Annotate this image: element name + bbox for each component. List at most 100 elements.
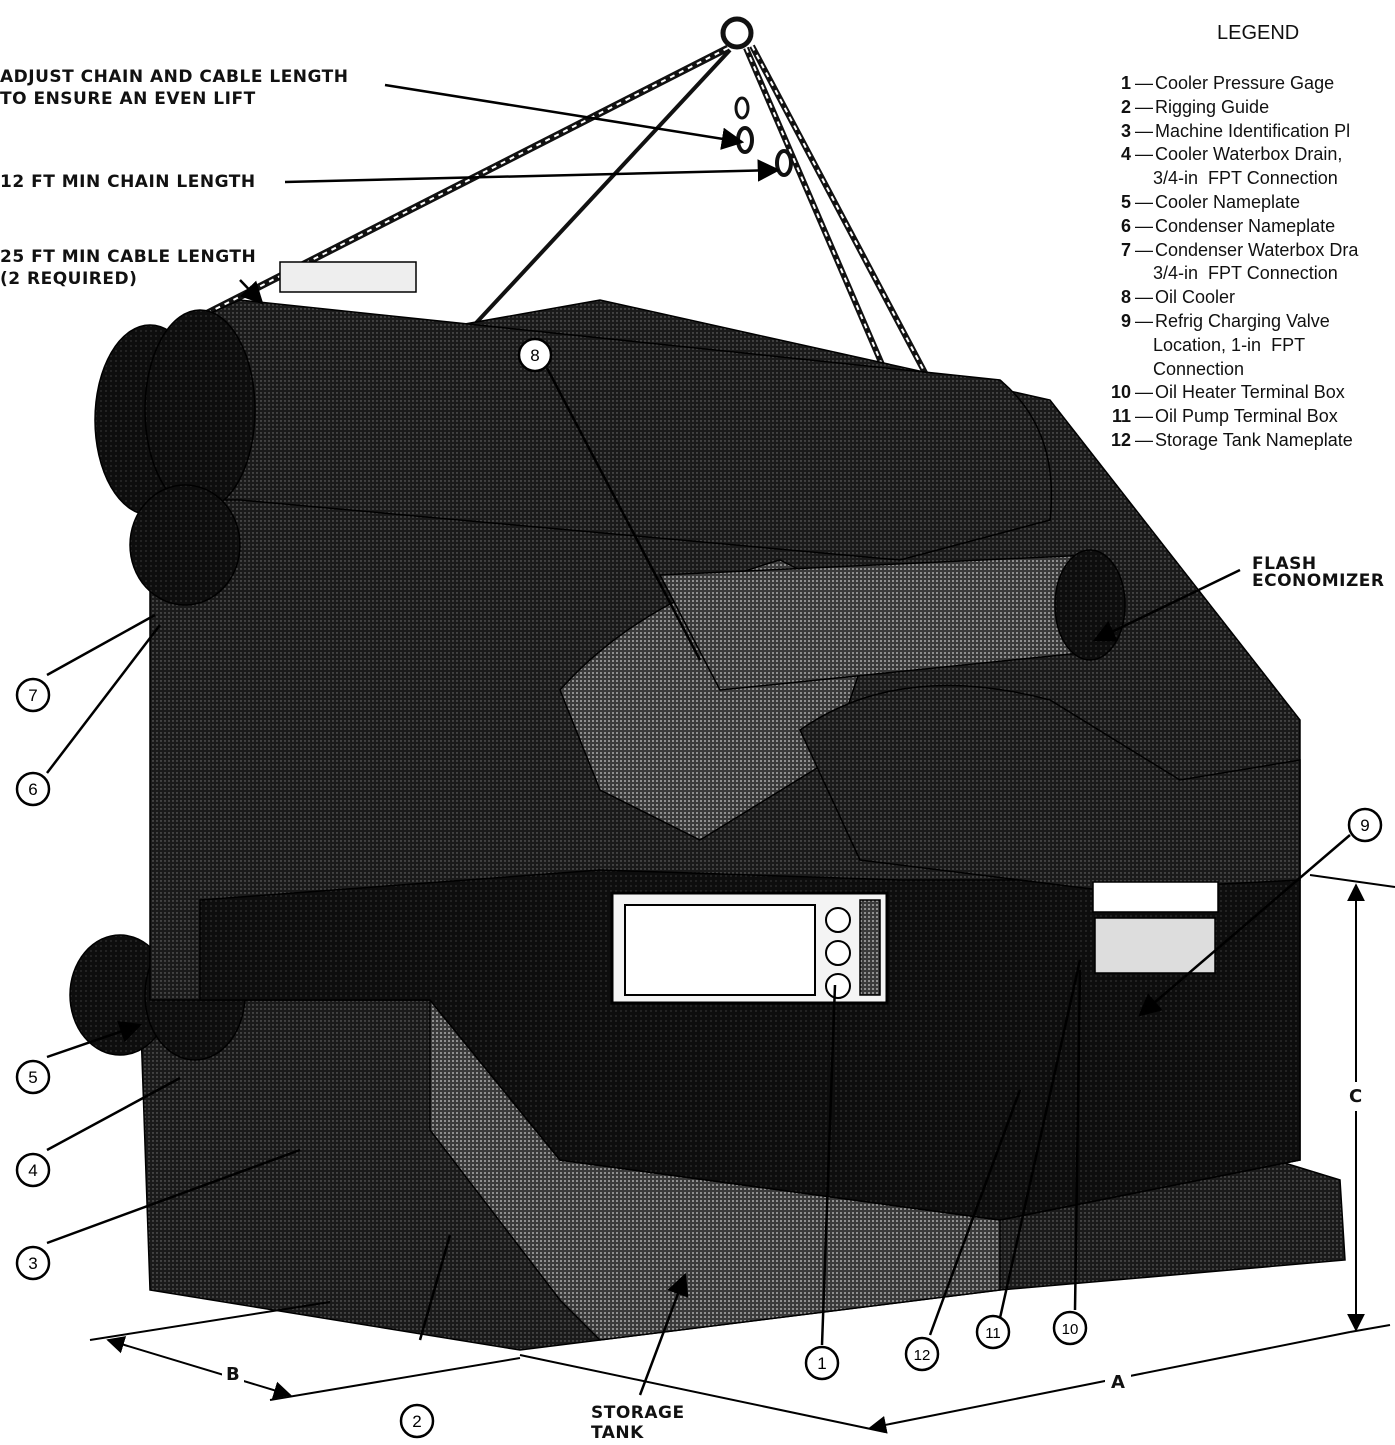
legend-item-dash bbox=[1131, 167, 1153, 191]
callout-flash-line2: ECONOMIZER bbox=[1252, 571, 1385, 591]
legend-item-number bbox=[1093, 262, 1131, 286]
legend-item-description: Cooler Waterbox Drain, bbox=[1155, 144, 1343, 165]
legend-item: 12—Storage Tank Nameplate bbox=[1093, 429, 1395, 453]
balloon-circle-7 bbox=[15, 677, 51, 713]
balloon-circle-4 bbox=[15, 1152, 51, 1188]
legend-item-number: 3 bbox=[1120, 120, 1131, 141]
legend-item-dash bbox=[1131, 358, 1153, 382]
callout-adjust-line1: ADJUST CHAIN AND CABLE LENGTH bbox=[0, 67, 349, 87]
balloon-label-2: 2 bbox=[412, 1412, 421, 1431]
legend-item-description: Rigging Guide bbox=[1155, 96, 1270, 117]
legend-item-description: Cooler Nameplate bbox=[1155, 191, 1301, 212]
legend-item-dash: — bbox=[1135, 120, 1153, 141]
balloon-labels: 1 2 3 4 5 6 7 8 9 10 11 12 bbox=[28, 346, 1369, 1431]
callout-chain-length: 12 FT MIN CHAIN LENGTH bbox=[0, 172, 256, 192]
legend-item-number: 10 bbox=[1110, 382, 1131, 403]
balloon-circle-11 bbox=[975, 1314, 1011, 1350]
legend-item-dash bbox=[1131, 262, 1153, 286]
legend-item: 9—Refrig Charging Valve bbox=[1093, 310, 1395, 334]
legend-item-description: Machine Identification Pl bbox=[1155, 120, 1351, 141]
dimension-b-label: B bbox=[222, 1364, 244, 1385]
callout-cable-line1: 25 FT MIN CABLE LENGTH bbox=[0, 247, 257, 267]
legend-item-number: 8 bbox=[1120, 287, 1131, 308]
callout-cable-length: 25 FT MIN CABLE LENGTH (2 REQUIRED) bbox=[0, 246, 256, 290]
legend-title: LEGEND bbox=[1217, 22, 1300, 44]
balloon-label-9: 9 bbox=[1360, 816, 1369, 835]
legend-item-description: 3/4-in FPT Connection bbox=[1153, 263, 1338, 284]
callout-storage-line1: STORAGE bbox=[591, 1403, 685, 1423]
legend-item-dash: — bbox=[1135, 144, 1153, 165]
legend-item-number: 5 bbox=[1120, 191, 1131, 212]
legend-item-number: 11 bbox=[1111, 406, 1131, 427]
legend-item: 6—Condenser Nameplate bbox=[1093, 215, 1395, 239]
balloon-circle-12 bbox=[904, 1336, 940, 1372]
legend-item-dash: — bbox=[1135, 287, 1153, 308]
legend-item: 5—Cooler Nameplate bbox=[1093, 191, 1395, 215]
legend-item-description: Oil Pump Terminal Box bbox=[1155, 406, 1338, 427]
balloon-circle-3 bbox=[15, 1245, 51, 1281]
balloon-label-8: 8 bbox=[530, 346, 539, 365]
legend-item-number bbox=[1093, 358, 1131, 382]
legend-item: 8—Oil Cooler bbox=[1093, 286, 1395, 310]
legend-item: 3/4-in FPT Connection bbox=[1093, 167, 1395, 191]
legend-item-dash: — bbox=[1135, 191, 1153, 212]
legend-item-description: Condenser Nameplate bbox=[1155, 215, 1336, 236]
balloon-circle-8 bbox=[517, 337, 553, 373]
balloon-label-7: 7 bbox=[28, 686, 37, 705]
legend-item-number bbox=[1093, 334, 1131, 358]
legend-item: 11—Oil Pump Terminal Box bbox=[1093, 405, 1395, 429]
legend-item-number: 6 bbox=[1120, 215, 1131, 236]
balloon-circle-2 bbox=[399, 1403, 435, 1439]
legend-item-dash bbox=[1131, 334, 1153, 358]
legend-item: 10—Oil Heater Terminal Box bbox=[1093, 381, 1395, 405]
dimension-c-label: C bbox=[1347, 1082, 1365, 1111]
balloon-shapes bbox=[15, 337, 1383, 1439]
balloon-label-5: 5 bbox=[28, 1068, 37, 1087]
legend-item-description: Storage Tank Nameplate bbox=[1155, 429, 1353, 450]
legend-item-number: 9 bbox=[1120, 310, 1131, 331]
callout-storage-line2: TANK bbox=[591, 1423, 644, 1443]
balloon-label-11: 11 bbox=[985, 1325, 1001, 1342]
legend-item-number: 1 bbox=[1120, 73, 1131, 93]
balloon-label-12: 12 bbox=[914, 1347, 931, 1364]
balloon-label-6: 6 bbox=[28, 780, 37, 799]
callout-cable-line2: (2 REQUIRED) bbox=[0, 269, 138, 289]
balloon-label-4: 4 bbox=[28, 1161, 37, 1180]
balloon-label-3: 3 bbox=[28, 1254, 37, 1273]
legend-item-dash: — bbox=[1135, 429, 1153, 450]
legend-item-dash: — bbox=[1135, 406, 1153, 427]
legend-item-number: 2 bbox=[1120, 96, 1131, 117]
callout-adjust-line2: TO ENSURE AN EVEN LIFT bbox=[0, 89, 256, 109]
legend-item-description: Connection bbox=[1153, 358, 1245, 379]
legend-item-description: Cooler Pressure Gage bbox=[1155, 73, 1335, 93]
legend-item-number: 7 bbox=[1120, 239, 1131, 260]
callout-flash-line1: FLASH bbox=[1252, 554, 1317, 574]
balloon-circle-9 bbox=[1347, 807, 1383, 843]
legend-item: 3—Machine Identification Pl bbox=[1093, 120, 1395, 144]
legend-item: 7—Condenser Waterbox Dra bbox=[1093, 239, 1395, 263]
dimension-a-label: A bbox=[1105, 1372, 1131, 1393]
balloon-circle-10 bbox=[1052, 1310, 1088, 1346]
legend-item-description: Oil Cooler bbox=[1155, 287, 1236, 308]
legend-item-description: Oil Heater Terminal Box bbox=[1155, 382, 1345, 403]
legend-item-description: Location, 1-in FPT bbox=[1153, 334, 1306, 355]
legend-item: Connection bbox=[1093, 358, 1395, 382]
legend-item-dash: — bbox=[1135, 215, 1153, 236]
legend-item-dash: — bbox=[1135, 382, 1153, 403]
legend-item-description: 3/4-in FPT Connection bbox=[1153, 168, 1338, 189]
legend-item-dash: — bbox=[1135, 73, 1153, 93]
legend-item-description: Condenser Waterbox Dra bbox=[1155, 239, 1359, 260]
callout-flash-economizer: FLASH ECONOMIZER bbox=[1252, 556, 1385, 590]
legend-item-dash: — bbox=[1135, 310, 1153, 331]
legend-item-number bbox=[1093, 167, 1131, 191]
balloon-circle-1 bbox=[804, 1345, 840, 1381]
legend-item-dash: — bbox=[1135, 96, 1153, 117]
callout-adjust-length: ADJUST CHAIN AND CABLE LENGTH TO ENSURE … bbox=[0, 66, 349, 110]
balloon-label-10: 10 bbox=[1062, 1321, 1079, 1338]
legend-item: Location, 1-in FPT bbox=[1093, 334, 1395, 358]
legend-item-dash: — bbox=[1135, 239, 1153, 260]
legend-item-description: Refrig Charging Valve bbox=[1155, 310, 1330, 331]
legend-item: 4—Cooler Waterbox Drain, bbox=[1093, 143, 1395, 167]
legend-item-number: 4 bbox=[1120, 144, 1131, 165]
balloon-label-1: 1 bbox=[817, 1354, 826, 1373]
